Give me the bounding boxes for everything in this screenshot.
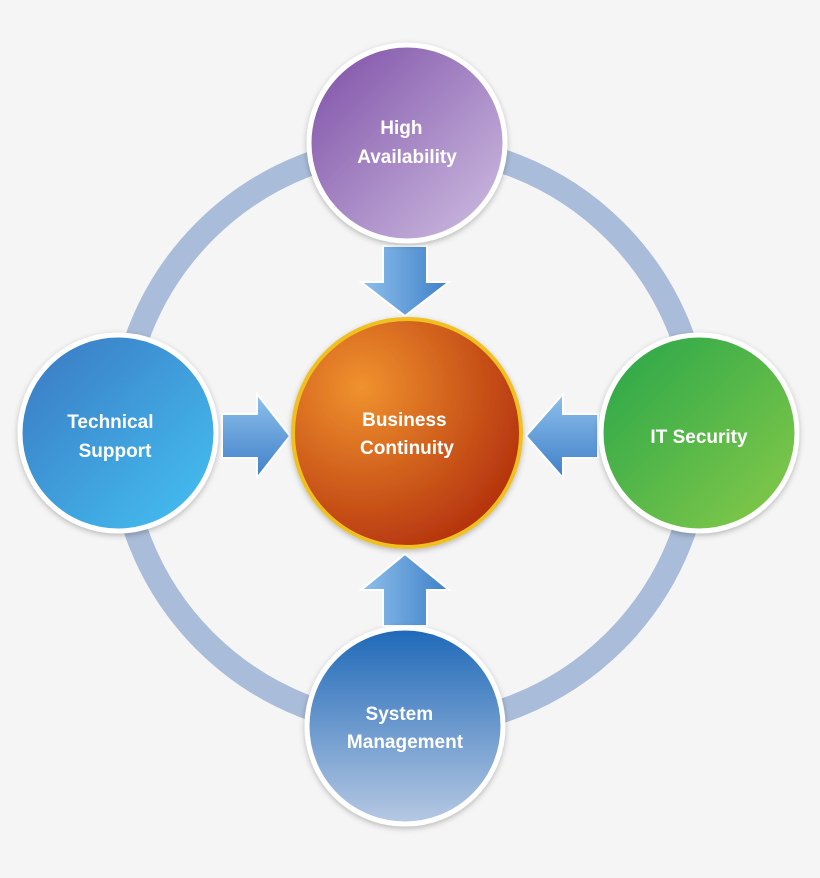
center-label-line-1: Business [362,410,446,431]
arrow-from-high-availability [358,245,452,318]
node-system-management: System Management [304,625,506,827]
arrow-from-it-security [524,391,599,481]
svg-text:Business Continuity: Business Continuity [360,410,454,459]
high-availability-label-line-2: Availability [357,147,457,168]
technical-support-label-line-2: Support [79,441,152,462]
node-it-security: IT Security [598,332,800,534]
svg-text:System Management: System Management [347,704,464,753]
arrow-from-system-management [358,552,452,627]
node-technical-support: Technical Support [17,332,219,534]
node-high-availability: High Availability [306,42,508,244]
svg-text:IT Security: IT Security [650,427,748,448]
it-security-label: IT Security [650,427,748,448]
arrow-from-technical-support [221,391,292,481]
svg-text:Technical Support: Technical Support [67,412,159,462]
svg-text:High Availability: High Availability [357,118,457,168]
system-management-label-line-2: Management [347,732,464,753]
high-availability-label-line-1: High [380,118,422,139]
node-business-continuity: Business Continuity [291,317,523,549]
technical-support-label-line-1: Technical [67,412,153,433]
system-management-label-line-1: System [366,704,434,725]
center-label-line-2: Continuity [360,438,454,459]
